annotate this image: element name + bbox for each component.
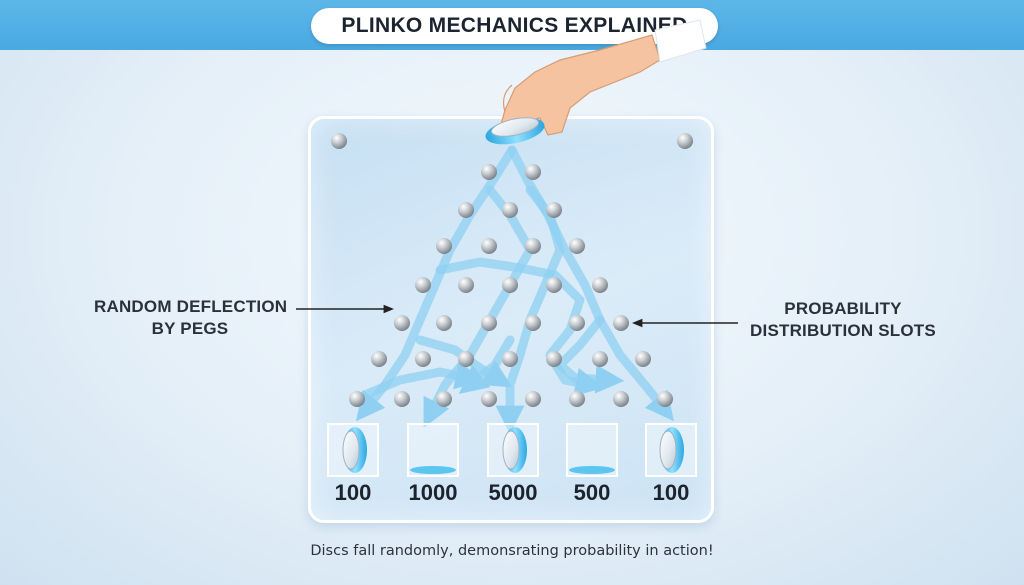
- slot-value: 5000: [488, 480, 538, 505]
- caption: Discs fall randomly, demonsrating probab…: [310, 543, 714, 559]
- random-deflection-label: RANDOM DEFLECTION BY PEGS: [94, 297, 288, 338]
- peg-icon: [613, 315, 629, 331]
- peg-icon: [677, 133, 693, 149]
- path-arrow: [360, 361, 485, 400]
- peg-icon: [569, 391, 585, 407]
- slot-glow: [569, 466, 615, 474]
- peg-icon: [525, 315, 541, 331]
- peg-icon: [657, 391, 673, 407]
- peg-icon: [635, 351, 651, 367]
- peg-icon: [481, 164, 497, 180]
- peg-icon: [481, 391, 497, 407]
- peg-icon: [458, 351, 474, 367]
- peg-icon: [394, 315, 410, 331]
- peg-icon: [592, 277, 608, 293]
- peg-icon: [436, 238, 452, 254]
- disc-icon: [342, 427, 367, 473]
- peg-icon: [546, 351, 562, 367]
- slot-value: 500: [573, 480, 611, 505]
- path-arrow: [423, 185, 535, 428]
- peg-icon: [613, 391, 629, 407]
- peg-icon: [569, 238, 585, 254]
- peg-icon: [525, 164, 541, 180]
- peg-icon: [349, 391, 365, 407]
- peg-icon: [458, 202, 474, 218]
- path-arrow: [356, 145, 517, 422]
- disc-icon: [485, 117, 545, 145]
- peg-icon: [546, 202, 562, 218]
- peg-icon: [436, 391, 452, 407]
- path-arrow: [458, 335, 515, 394]
- peg-icon: [502, 202, 518, 218]
- slot-value: 100: [334, 480, 372, 505]
- peg-icon: [502, 351, 518, 367]
- peg-icon: [436, 315, 452, 331]
- peg-icon: [525, 238, 541, 254]
- peg-icon: [592, 351, 608, 367]
- peg-icon: [569, 315, 585, 331]
- disc-icon: [659, 427, 684, 473]
- slots: [327, 423, 697, 477]
- peg-icon: [502, 277, 518, 293]
- peg-icon: [525, 391, 541, 407]
- peg-icon: [371, 351, 387, 367]
- peg-icon: [415, 351, 431, 367]
- peg-icon: [394, 391, 410, 407]
- peg-icon: [458, 277, 474, 293]
- slot-glow: [410, 466, 456, 474]
- path-arrow: [555, 315, 625, 394]
- probability-slots-label: PROBABILITY DISTRIBUTION SLOTS: [750, 299, 936, 340]
- disc-icon: [502, 427, 527, 473]
- slot-value: 100: [652, 480, 690, 505]
- peg-icon: [481, 238, 497, 254]
- page-title: PLINKO MECHANICS EXPLAINED: [341, 14, 688, 37]
- path-arrow: [435, 257, 605, 397]
- peg-icon: [331, 133, 347, 149]
- pegs: [331, 133, 693, 407]
- peg-icon: [481, 315, 497, 331]
- slot-value: 1000: [408, 480, 458, 505]
- peg-icon: [415, 277, 431, 293]
- peg-icon: [546, 277, 562, 293]
